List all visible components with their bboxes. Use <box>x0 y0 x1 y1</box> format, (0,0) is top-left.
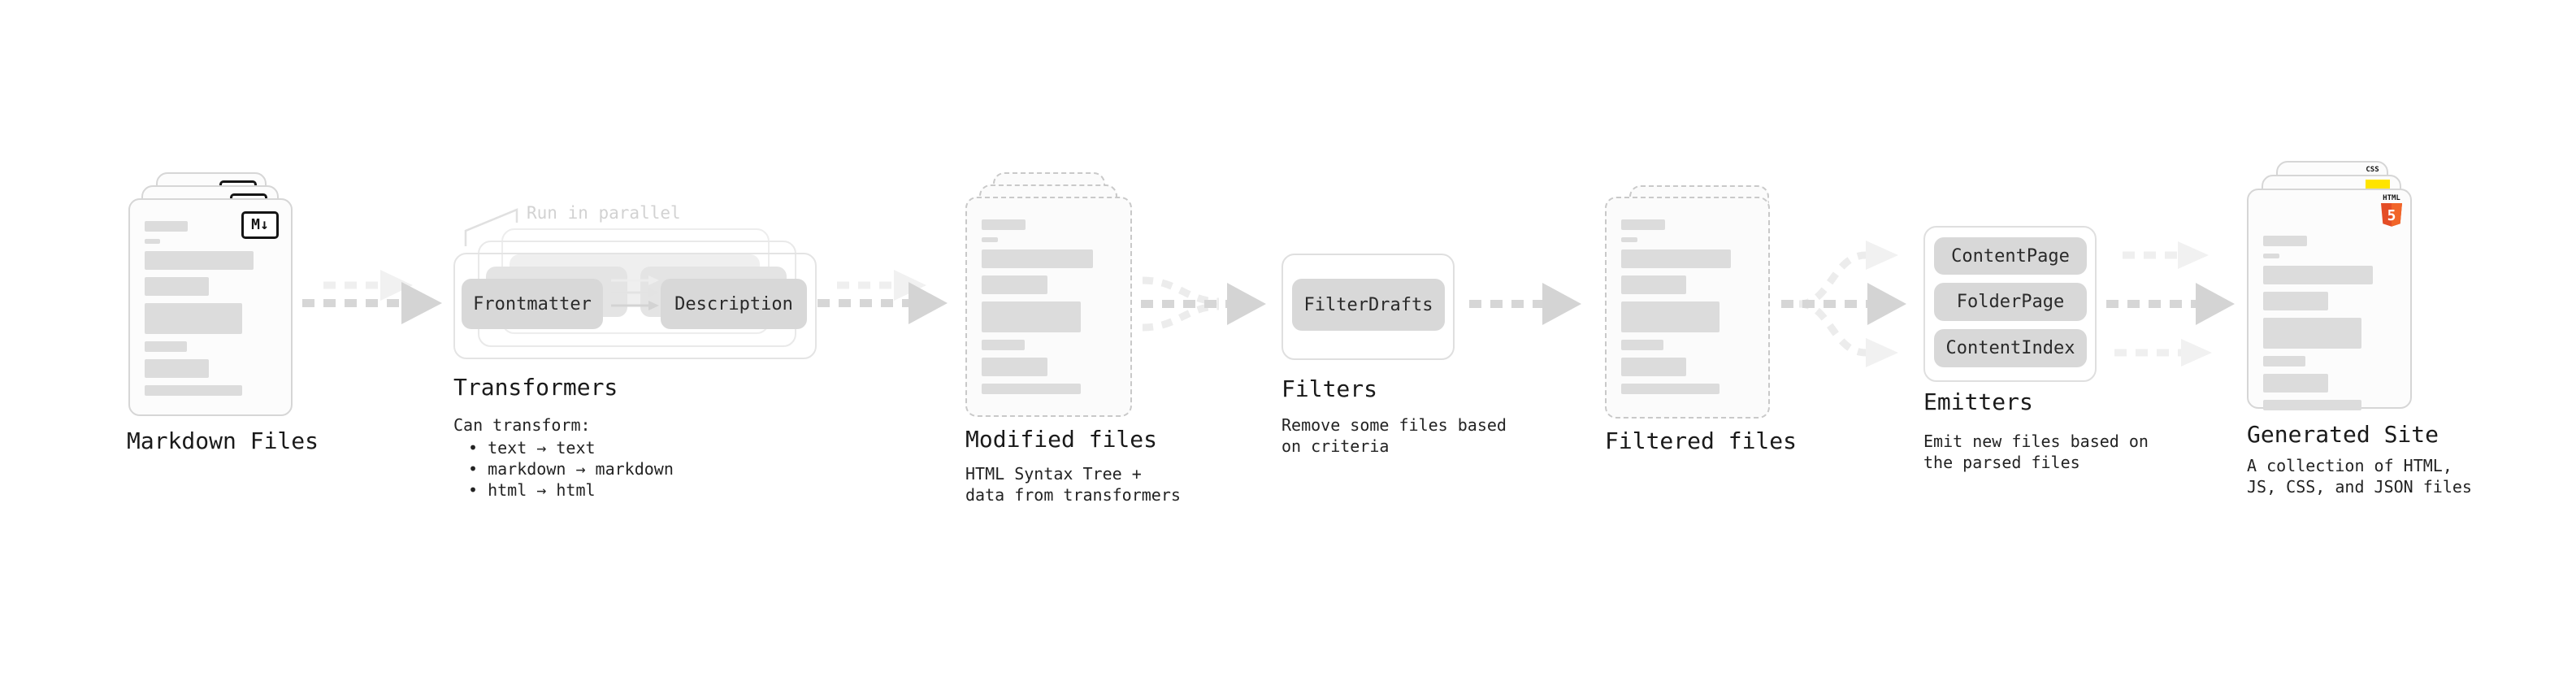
doc-line <box>145 385 242 396</box>
html5-shield: HTML 5 <box>2381 194 2402 227</box>
arrow-emitters-to-site <box>2106 241 2235 367</box>
doc-line <box>1621 301 1720 332</box>
doc-line <box>982 249 1093 268</box>
generated-site-caption: A collection of HTML, <box>2247 456 2452 475</box>
doc-line <box>145 341 187 352</box>
doc-line <box>2263 356 2306 367</box>
run-in-parallel-annotation: Run in parallel <box>527 203 681 223</box>
doc-line <box>2263 266 2374 284</box>
doc-line <box>1621 249 1732 268</box>
doc-content-placeholder <box>1621 219 1754 394</box>
doc-content-placeholder <box>982 219 1116 394</box>
markdown-icon: M↓ <box>241 211 279 239</box>
transformers-caption-title: Can transform: <box>453 415 591 435</box>
arrow-transformers-to-modified <box>817 270 948 324</box>
doc-line <box>2263 318 2361 349</box>
filters-caption: on criteria <box>1281 436 1390 456</box>
doc-line <box>145 359 210 378</box>
generated-site-label: Generated Site <box>2247 421 2439 448</box>
doc-line <box>982 384 1082 394</box>
doc-line <box>2263 400 2361 410</box>
doc-line <box>2263 292 2328 310</box>
arrow-filtered-to-emitters-fanout <box>1781 241 1906 367</box>
transformers-bullet: • markdown → markdown <box>468 459 674 479</box>
filters-label: Filters <box>1281 375 1378 402</box>
css-badge-text: CSS <box>2366 166 2379 174</box>
doc-line <box>1621 237 1637 242</box>
contentindex-chip: ContentIndex <box>1934 329 2087 367</box>
markdown-files-label: Markdown Files <box>127 427 319 454</box>
emitters-caption: the parsed files <box>1923 453 2080 472</box>
generated-site-caption: JS, CSS, and JSON files <box>2247 477 2472 497</box>
doc-line <box>1621 358 1686 376</box>
arrow-markdown-to-transformers <box>302 270 442 324</box>
svg-text:5: 5 <box>2387 207 2396 224</box>
doc-line <box>982 358 1047 376</box>
doc-line <box>982 237 998 242</box>
doc-line <box>1621 384 1720 394</box>
doc-line <box>1621 275 1686 294</box>
transformer-frame-front <box>453 253 817 359</box>
contentpage-chip: ContentPage <box>1934 237 2087 275</box>
doc-line <box>1621 340 1664 350</box>
emitters-label: Emitters <box>1923 388 2033 415</box>
filtered-file-page-front <box>1605 197 1770 419</box>
emitters-caption: Emit new files based on <box>1923 432 2149 451</box>
doc-content-placeholder <box>145 221 276 396</box>
doc-line <box>982 340 1025 350</box>
modified-files-caption: HTML Syntax Tree + <box>965 464 1142 484</box>
modified-files-label: Modified files <box>965 426 1158 453</box>
transformers-label: Transformers <box>453 374 618 401</box>
doc-line <box>2263 254 2279 258</box>
doc-line <box>982 275 1047 294</box>
js-badge-icon <box>2366 180 2390 190</box>
filters-caption: Remove some files based <box>1281 415 1507 435</box>
html5-icon: HTML 5 <box>2379 193 2404 228</box>
filtered-files-label: Filtered files <box>1605 427 1798 454</box>
filterdrafts-chip: FilterDrafts <box>1292 279 1445 331</box>
svg-text:HTML: HTML <box>2383 194 2400 202</box>
transformers-bullet: • text → text <box>468 438 596 458</box>
doc-line <box>2263 374 2328 393</box>
doc-line <box>145 239 161 244</box>
doc-line <box>145 277 210 296</box>
arrow-filters-to-filtered <box>1469 283 1581 325</box>
doc-line <box>145 251 254 270</box>
transformers-bullet: • html → html <box>468 480 596 500</box>
description-chip: Description <box>661 279 807 329</box>
doc-content-placeholder <box>2263 236 2396 410</box>
generated-site-page-html: HTML 5 <box>2247 189 2412 410</box>
modified-files-caption: data from transformers <box>965 485 1181 505</box>
doc-line <box>145 221 189 232</box>
doc-line <box>1621 219 1665 230</box>
markdown-file-page-front: M↓ <box>128 198 293 416</box>
doc-line <box>982 219 1026 230</box>
modified-file-page-front <box>965 197 1132 417</box>
folderpage-chip: FolderPage <box>1934 283 2087 321</box>
frontmatter-chip: Frontmatter <box>462 279 603 329</box>
doc-line <box>145 303 242 334</box>
doc-line <box>982 301 1082 332</box>
arrow-modified-to-filters-merge <box>1141 276 1266 332</box>
doc-line <box>2263 236 2307 246</box>
